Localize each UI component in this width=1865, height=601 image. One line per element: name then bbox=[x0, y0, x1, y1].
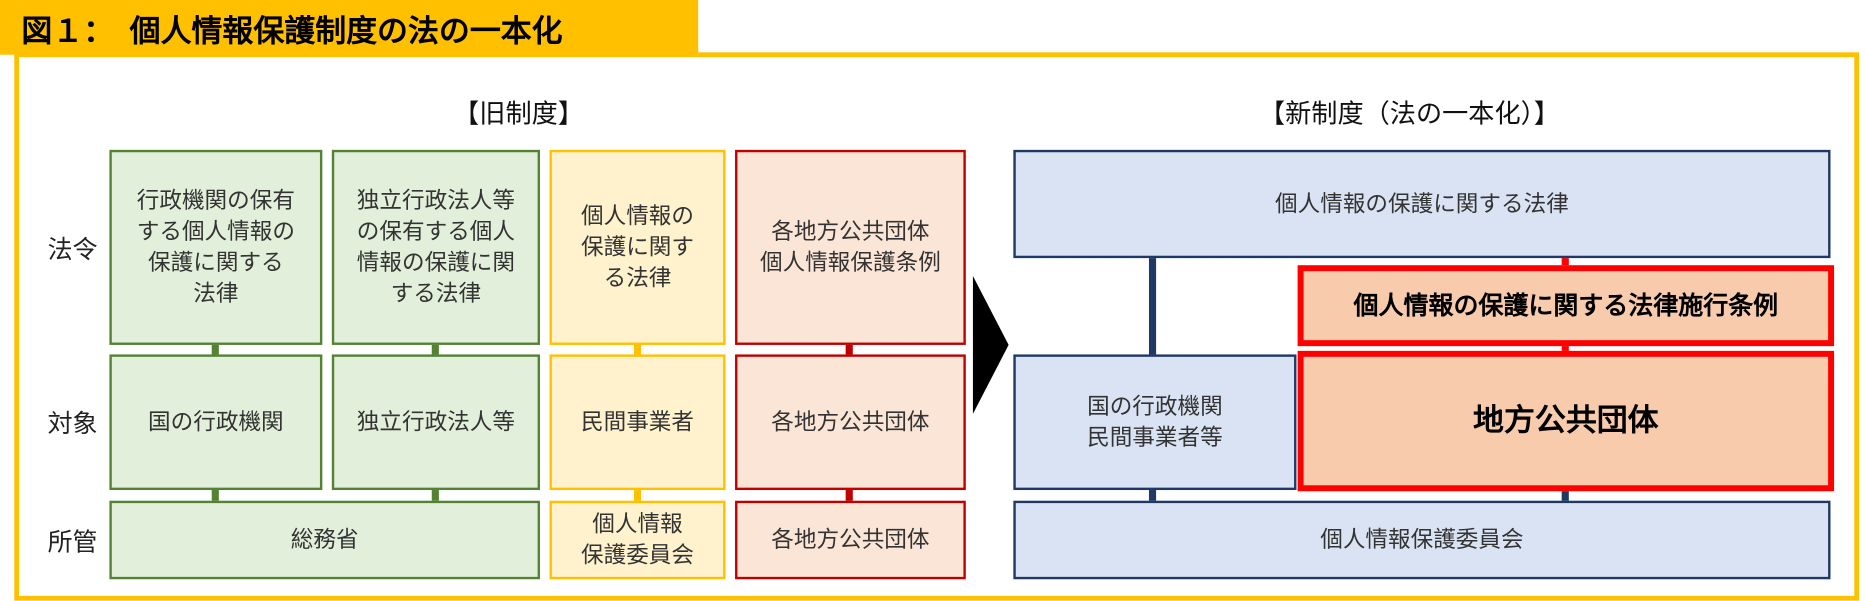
old-authority-ppc: 個人情報 保護委員会 bbox=[549, 500, 726, 580]
old-law-private: 個人情報の 保護に関す る法律 bbox=[549, 149, 726, 345]
new-target-local: 地方公共団体 bbox=[1297, 350, 1835, 492]
connector bbox=[845, 487, 853, 502]
old-authority-mic: 総務省 bbox=[109, 500, 540, 580]
connector bbox=[1561, 342, 1569, 355]
page-title: 図１： 個人情報保護制度の法の一本化 bbox=[21, 14, 563, 50]
new-ordinance: 個人情報の保護に関する法律施行条例 bbox=[1297, 265, 1835, 347]
arrow-icon bbox=[972, 275, 1009, 414]
connector bbox=[1148, 487, 1157, 502]
row-label-law: 法令 bbox=[47, 235, 98, 265]
old-law-local: 各地方公共団体 個人情報保護条例 bbox=[735, 149, 966, 345]
connector bbox=[211, 342, 219, 357]
new-target-national: 国の行政機関 民間事業者等 bbox=[1013, 354, 1297, 491]
connector bbox=[845, 342, 853, 357]
old-heading: 【旧制度】 bbox=[453, 99, 584, 130]
connector bbox=[633, 342, 642, 357]
old-target-national: 国の行政機関 bbox=[109, 354, 323, 491]
connector bbox=[633, 487, 642, 502]
old-law-independent: 独立行政法人等 の保有する個人 情報の保護に関 する法律 bbox=[331, 149, 540, 345]
frame bbox=[14, 52, 1860, 601]
connector bbox=[211, 487, 219, 502]
row-label-authority: 所管 bbox=[47, 528, 98, 557]
new-law: 個人情報の保護に関する法律 bbox=[1013, 149, 1831, 259]
old-authority-local: 各地方公共団体 bbox=[735, 500, 966, 580]
connector bbox=[1561, 487, 1569, 502]
new-authority: 個人情報保護委員会 bbox=[1013, 500, 1831, 580]
old-law-administrative: 行政機関の保有 する個人情報の 保護に関する 法律 bbox=[109, 149, 323, 345]
old-target-local: 各地方公共団体 bbox=[735, 354, 966, 491]
connector bbox=[431, 487, 439, 502]
connector bbox=[431, 342, 439, 357]
new-heading: 【新制度（法の一本化）】 bbox=[1258, 99, 1560, 130]
title-bar bbox=[0, 0, 699, 55]
old-target-private: 民間事業者 bbox=[549, 354, 726, 491]
old-target-independent: 独立行政法人等 bbox=[331, 354, 540, 491]
connector bbox=[1148, 255, 1157, 356]
connector bbox=[1561, 255, 1569, 268]
row-label-target: 対象 bbox=[47, 409, 98, 438]
